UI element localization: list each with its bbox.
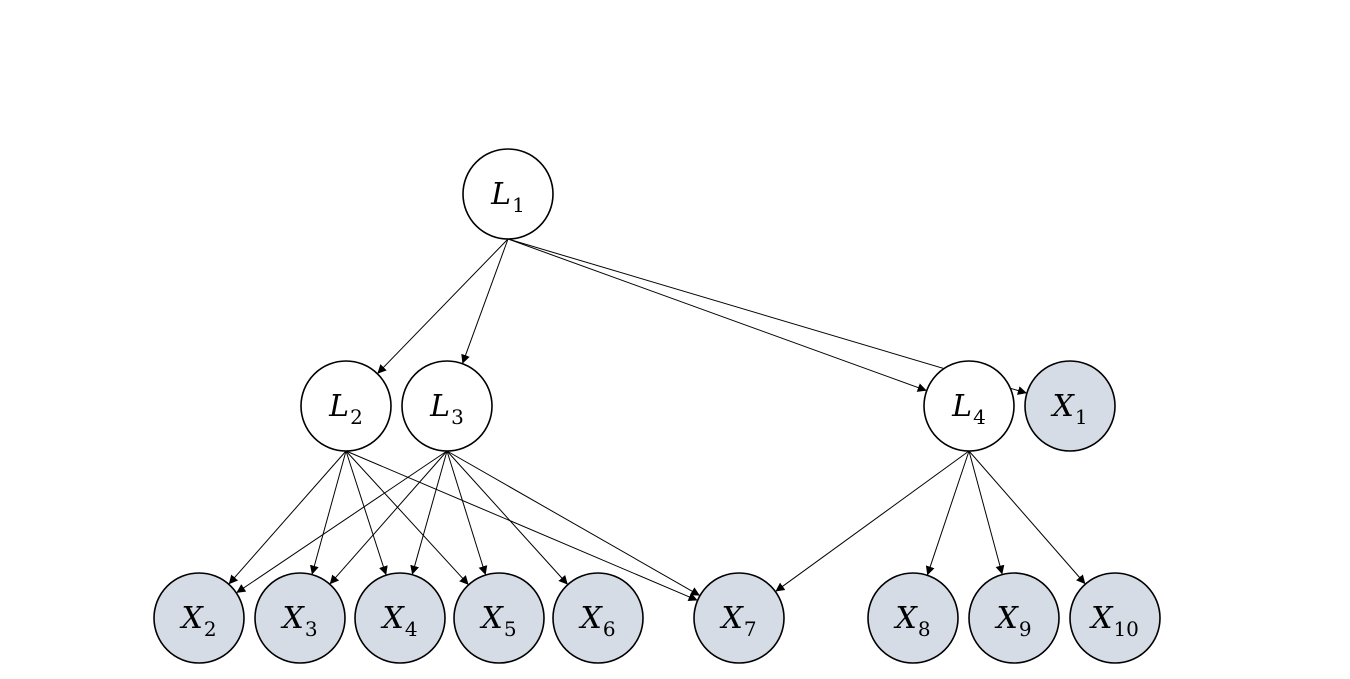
node-circle-x1 [1024, 360, 1116, 452]
node-x8: X8 [867, 572, 959, 664]
node-x6: X6 [552, 572, 644, 664]
node-circle-x6 [552, 572, 644, 664]
node-subscript: 10 [1113, 617, 1138, 641]
node-label-x8: X8 [893, 601, 930, 641]
node-subscript: 1 [512, 193, 525, 217]
edge-l1-x1 [507, 238, 1028, 395]
node-circle-l4 [923, 360, 1015, 452]
node-x2: X2 [153, 572, 245, 664]
node-letter: X [1089, 601, 1114, 636]
node-subscript: 6 [603, 617, 616, 641]
node-letter: X [719, 601, 744, 636]
node-x9: X9 [968, 572, 1060, 664]
edge-l4-x9 [968, 450, 1005, 575]
node-letter: X [578, 601, 603, 636]
node-circle-l1 [462, 148, 554, 240]
node-subscript: 4 [405, 617, 418, 641]
node-circle-x8 [867, 572, 959, 664]
node-letter: X [179, 601, 204, 636]
node-l2: L2 [300, 360, 392, 452]
node-label-x10: X10 [1089, 601, 1139, 641]
edge-l3-x6 [446, 450, 569, 585]
edge-l2-x4 [345, 450, 388, 576]
node-subscript: 9 [1019, 617, 1032, 641]
node-letter: X [479, 601, 504, 636]
node-label-l4: L4 [951, 389, 986, 429]
node-x3: X3 [254, 572, 346, 664]
node-x5: X5 [453, 572, 545, 664]
node-label-l1: L1 [490, 177, 525, 217]
edge-l4-x10 [968, 450, 1086, 585]
node-subscript: 4 [973, 405, 986, 429]
node-label-l3: L3 [429, 389, 464, 429]
node-circle-x5 [453, 572, 545, 664]
node-subscript: 5 [504, 617, 517, 641]
node-letter: X [994, 601, 1019, 636]
edge-l4-x7 [775, 450, 970, 592]
node-circle-l3 [401, 360, 493, 452]
edge-l1-l4 [507, 238, 927, 392]
node-circle-x2 [153, 572, 245, 664]
edge-l2-x5 [345, 450, 469, 586]
node-subscript: 3 [451, 405, 464, 429]
edge-l1-l3 [461, 238, 509, 364]
edges [228, 238, 1086, 602]
edge-l3-x7 [446, 450, 701, 597]
node-letter: L [429, 389, 450, 424]
node-circle-x7 [693, 572, 785, 664]
node-letter: L [328, 389, 349, 424]
node-label-x4: X4 [380, 601, 417, 641]
node-subscript: 2 [204, 617, 217, 641]
node-label-x5: X5 [479, 601, 516, 641]
edge-l3-x2 [236, 450, 448, 594]
node-letter: X [1050, 389, 1075, 424]
edge-l3-x4 [410, 450, 448, 575]
node-l4: L4 [923, 360, 1015, 452]
node-subscript: 8 [918, 617, 931, 641]
node-x4: X4 [354, 572, 446, 664]
node-letter: X [893, 601, 918, 636]
edge-l2-x7 [345, 450, 698, 602]
node-label-l2: L2 [328, 389, 363, 429]
node-circle-l2 [300, 360, 392, 452]
node-letter: X [380, 601, 405, 636]
node-l3: L3 [401, 360, 493, 452]
node-label-x3: X3 [280, 601, 317, 641]
node-subscript: 7 [744, 617, 757, 641]
node-label-x7: X7 [719, 601, 756, 641]
node-subscript: 3 [305, 617, 318, 641]
edge-l3-x3 [329, 450, 448, 585]
node-label-x9: X9 [994, 601, 1031, 641]
node-l1: L1 [462, 148, 554, 240]
node-letter: L [490, 177, 511, 212]
node-circle-x10 [1069, 572, 1161, 664]
node-subscript: 2 [350, 405, 363, 429]
node-letter: L [951, 389, 972, 424]
node-label-x1: X1 [1050, 389, 1087, 429]
node-label-x2: X2 [179, 601, 216, 641]
node-x7: X7 [693, 572, 785, 664]
node-subscript: 1 [1075, 405, 1088, 429]
edge-l1-l2 [376, 238, 509, 375]
edge-l2-x2 [228, 450, 347, 585]
node-x1: X1 [1024, 360, 1116, 452]
node-letter: X [280, 601, 305, 636]
node-circle-x4 [354, 572, 446, 664]
node-label-x6: X6 [578, 601, 615, 641]
edge-l4-x8 [925, 450, 970, 576]
node-circle-x3 [254, 572, 346, 664]
node-circle-x9 [968, 572, 1060, 664]
edge-l3-x5 [446, 450, 488, 576]
node-x10: X10 [1069, 572, 1161, 664]
edge-l2-x3 [310, 450, 347, 575]
